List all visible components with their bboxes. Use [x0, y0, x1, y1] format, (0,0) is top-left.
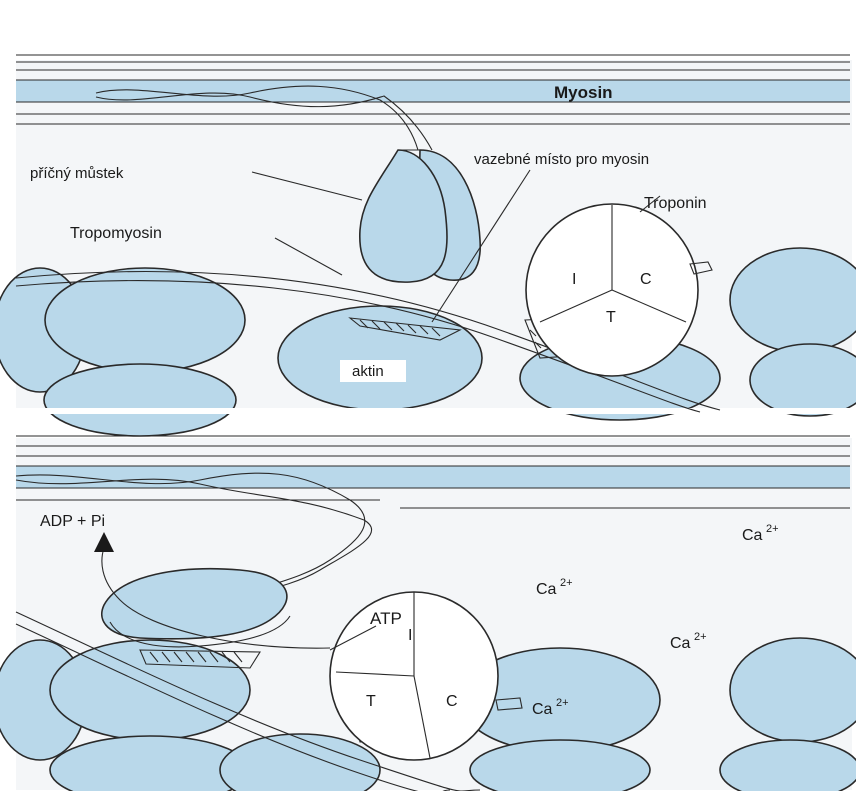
adp-label: ADP + Pi — [40, 513, 105, 530]
troponin-i-bottom: I — [408, 627, 412, 644]
svg-text:Ca: Ca — [532, 701, 553, 718]
troponin-t-top: T — [606, 309, 616, 326]
atp-label: ATP — [370, 609, 402, 628]
bottom-panel: ADP + Pi ATP Ca 2+ Ca 2+ Ca 2+ Ca 2+ I T… — [0, 436, 856, 791]
cross-bridge-label: příčný můstek — [30, 165, 124, 182]
troponin-c-top: C — [640, 271, 652, 288]
svg-text:Ca: Ca — [742, 527, 763, 544]
svg-text:Ca: Ca — [536, 581, 557, 598]
troponin-t-bottom: T — [366, 693, 376, 710]
svg-text:2+: 2+ — [560, 577, 573, 589]
troponin-c-bottom: C — [446, 693, 458, 710]
svg-text:2+: 2+ — [556, 697, 569, 709]
actin-label: aktin — [352, 363, 384, 380]
top-panel: Myosin příčný můstek vazebné místo pro m… — [0, 55, 856, 436]
svg-text:2+: 2+ — [766, 523, 779, 535]
troponin-label: Troponin — [644, 195, 707, 212]
myosin-label: Myosin — [554, 83, 613, 102]
tropomyosin-label: Tropomyosin — [70, 225, 162, 242]
troponin-i-top: I — [572, 271, 576, 288]
binding-site-label: vazebné místo pro myosin — [474, 151, 649, 168]
svg-text:2+: 2+ — [694, 631, 707, 643]
svg-text:Ca: Ca — [670, 635, 691, 652]
